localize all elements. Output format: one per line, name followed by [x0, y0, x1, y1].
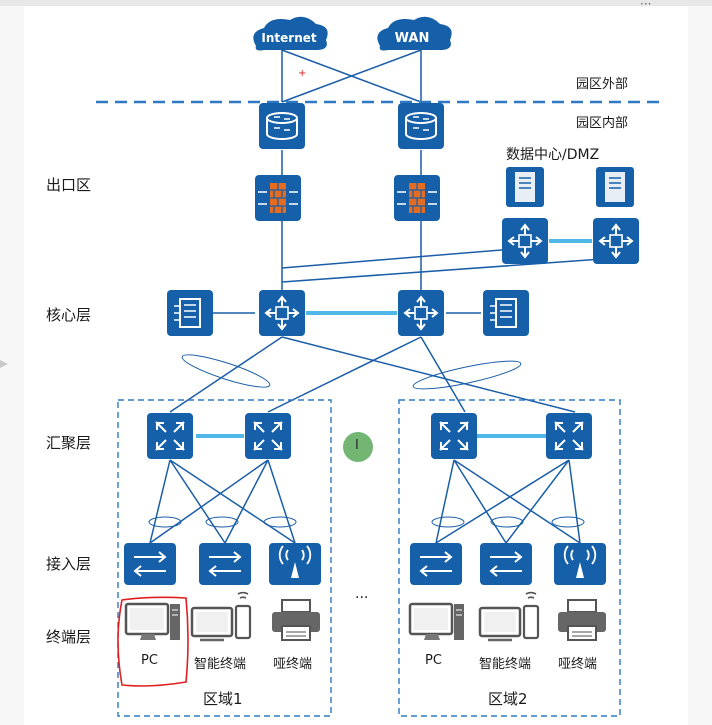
core-switch-right-icon — [397, 289, 445, 337]
agg-switch-zone1-right-icon — [244, 412, 292, 460]
access-switch-zone2-b-icon — [479, 542, 533, 586]
dmz-switch-right-icon — [592, 217, 640, 265]
agg-switch-zone1-left-icon — [146, 412, 194, 460]
window-menu-dots[interactable]: ··· — [640, 0, 651, 11]
pc-label-zone1: PC — [141, 653, 158, 668]
dmz-server-left-icon — [505, 166, 545, 208]
layer-label-core: 核心层 — [46, 306, 92, 324]
pc-label-zone2: PC — [425, 653, 442, 668]
wan-cloud-icon — [377, 16, 452, 51]
internet-label: Internet — [261, 31, 316, 45]
text-cursor-glyph: I — [355, 438, 359, 453]
smart-terminal-zone1-icon — [190, 591, 252, 642]
dmz-title: 数据中心/DMZ — [506, 147, 600, 163]
highspeed-links — [196, 239, 592, 438]
zone1-label: 区域1 — [203, 690, 243, 708]
printer-zone2-icon — [557, 599, 607, 641]
outside-campus-label: 园区外部 — [576, 77, 629, 92]
layer-label-terminal: 终端层 — [46, 628, 92, 646]
agg-switch-zone2-right-icon — [545, 412, 593, 460]
link-aggregation-ellipses — [148, 354, 585, 528]
smart-terminal-label-zone1: 智能终端 — [194, 657, 247, 672]
pc-zone1-icon — [124, 602, 182, 642]
more-zones-ellipsis: ... — [355, 586, 369, 602]
layer-label-aggregation: 汇聚层 — [46, 434, 92, 452]
zone2-label: 区域2 — [488, 690, 528, 708]
right-margin — [688, 0, 712, 725]
red-annotation-circle — [117, 596, 189, 687]
dumb-terminal-label-zone1: 哑终端 — [273, 657, 313, 672]
pc-zone2-icon — [408, 602, 466, 642]
layer-label-egress: 出口区 — [46, 176, 92, 194]
wan-label: WAN — [395, 31, 430, 46]
internet-cloud-icon — [253, 16, 328, 51]
core-switch-left-icon — [258, 289, 306, 337]
sidebar-handle-icon[interactable] — [0, 360, 8, 368]
access-switch-zone1-b-icon — [198, 542, 252, 586]
router-left-icon — [258, 102, 306, 150]
zone1-box — [117, 399, 332, 717]
agg-switch-zone2-left-icon — [430, 412, 478, 460]
core-service-right-icon — [482, 289, 530, 337]
inside-campus-label: 园区内部 — [576, 116, 629, 131]
top-strip — [0, 0, 712, 6]
firewall-left-icon — [254, 174, 302, 222]
access-point-zone2-icon — [553, 542, 607, 586]
core-service-left-icon — [166, 289, 214, 337]
smart-terminal-zone2-icon — [478, 591, 540, 642]
smart-terminal-label-zone2: 智能终端 — [479, 657, 532, 672]
layer-label-access: 接入层 — [46, 555, 92, 573]
printer-zone1-icon — [271, 599, 321, 641]
access-switch-zone2-a-icon — [409, 542, 463, 586]
red-plus-marker: + — [298, 68, 306, 79]
access-point-zone1-icon — [268, 542, 322, 586]
connection-lines — [149, 49, 617, 544]
dmz-switch-left-icon — [501, 217, 549, 265]
zone2-box — [398, 399, 621, 717]
router-right-icon — [397, 102, 445, 150]
cursor-marker — [343, 432, 373, 462]
access-switch-zone1-a-icon — [123, 542, 177, 586]
dumb-terminal-label-zone2: 哑终端 — [558, 657, 598, 672]
dmz-server-right-icon — [595, 166, 635, 208]
firewall-right-icon — [393, 174, 441, 222]
